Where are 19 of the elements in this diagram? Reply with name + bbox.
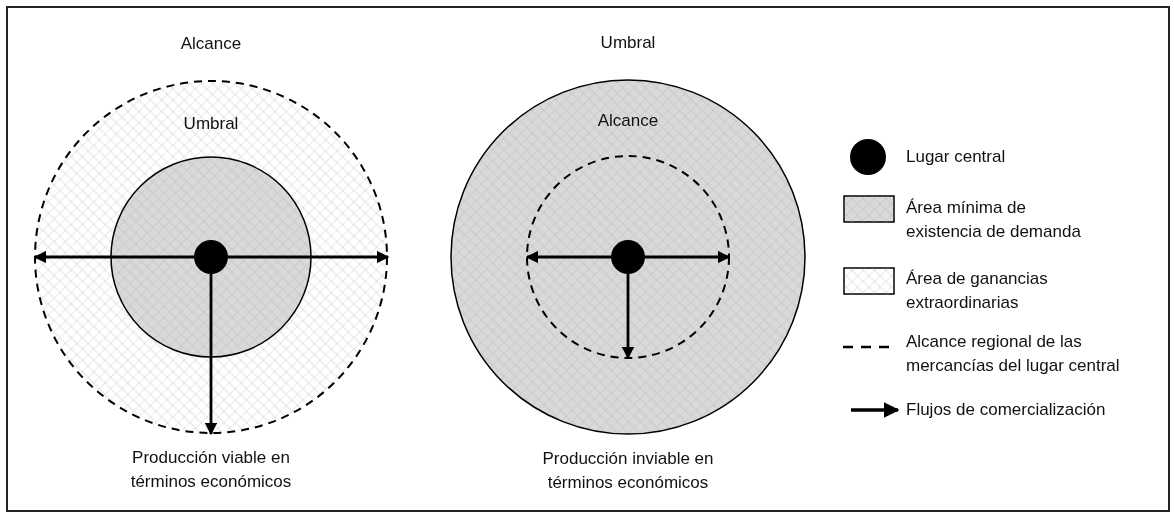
legend-text: Alcance regional de las mercancías del lugar central (906, 331, 1121, 377)
central-place-dot (611, 240, 645, 274)
arrow (645, 250, 731, 264)
circle-label: Alcance (597, 111, 659, 131)
legend-text: Lugar central (906, 146, 1007, 168)
arrow (228, 250, 390, 264)
legend-text: Área de ganancias extraordinarias (906, 268, 1049, 314)
legend-text: Flujos de comercialización (906, 399, 1107, 421)
arrow (33, 250, 194, 264)
circle-label: Umbral (600, 33, 656, 53)
circle-label: Alcance (180, 34, 242, 54)
legend-text: Área mínima de existencia de demanda (906, 197, 1082, 243)
circle-label: Umbral (183, 114, 239, 134)
arrow (621, 274, 635, 360)
caption-text: Producción viable en términos económicos (129, 447, 293, 493)
caption-text: Producción inviable en términos económicos (541, 448, 715, 494)
central-place-dot (194, 240, 228, 274)
arrow (525, 250, 611, 264)
arrow (204, 274, 218, 436)
